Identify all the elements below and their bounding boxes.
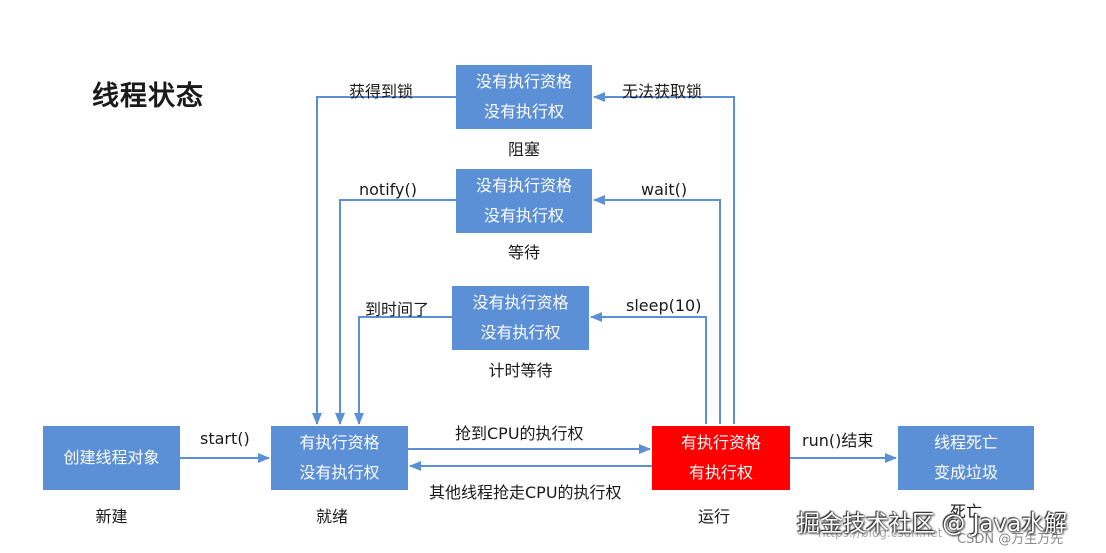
state-dead-caption: 死亡 [949, 502, 982, 521]
state-new-caption: 新建 [95, 507, 128, 526]
state-timed-waiting-caption: 计时等待 [488, 361, 553, 380]
arrow-time-up [354, 316, 452, 425]
state-dead-box: 线程死亡 变成垃圾 [898, 426, 1034, 490]
state-timed-waiting-line1: 没有执行资格 [472, 293, 569, 312]
state-ready-box: 有执行资格 没有执行权 [271, 426, 408, 490]
state-waiting-box: 没有执行资格 没有执行权 [456, 169, 592, 233]
state-running-line2: 有执行权 [688, 463, 753, 482]
diagram-title: 线程状态 [92, 81, 204, 112]
state-ready-line2: 没有执行权 [299, 463, 380, 482]
state-new-box: 创建线程对象 [43, 426, 180, 490]
state-waiting-line2: 没有执行权 [483, 206, 564, 225]
state-running-caption: 运行 [697, 507, 730, 526]
edge-label-run-end: run()结束 [802, 431, 874, 450]
state-dead-line2: 变成垃圾 [933, 463, 998, 482]
arrow-sleep [590, 312, 707, 424]
state-timed-waiting-line2: 没有执行权 [480, 323, 561, 342]
edge-label-sleep: sleep(10) [626, 296, 702, 315]
state-waiting-line1: 没有执行资格 [475, 176, 572, 195]
state-ready-caption: 就绪 [315, 507, 348, 526]
watermark-csdn: CSDN @万生万先 [957, 532, 1064, 547]
state-blocked-box: 没有执行资格 没有执行权 [456, 65, 592, 129]
edge-label-start: start() [200, 429, 250, 448]
edge-label-get-cpu: 抢到CPU的执行权 [455, 424, 584, 443]
arrow-got-lock [312, 96, 456, 425]
state-blocked-line1: 没有执行资格 [475, 72, 572, 91]
state-ready-line1: 有执行资格 [299, 433, 380, 452]
state-running-box: 有执行资格 有执行权 [652, 426, 790, 490]
edge-label-notify: notify() [359, 180, 417, 199]
arrow-cannot-lock [593, 92, 735, 424]
watermark-url: https://blog.csdn.net [818, 526, 943, 540]
edge-label-lose-cpu: 其他线程抢走CPU的执行权 [429, 483, 622, 502]
edge-label-cannot-lock: 无法获取锁 [622, 82, 703, 101]
state-waiting-caption: 等待 [507, 243, 540, 262]
state-blocked-line2: 没有执行权 [483, 102, 564, 121]
state-dead-line1: 线程死亡 [933, 433, 998, 452]
arrow-notify [335, 199, 456, 425]
watermark-main: 掘金技术社区 @ Java水解 [797, 511, 1068, 537]
state-blocked-caption: 阻塞 [507, 140, 540, 159]
edge-label-wait: wait() [641, 180, 688, 199]
state-running-line1: 有执行资格 [680, 433, 761, 452]
edge-label-got-lock: 获得到锁 [349, 82, 414, 101]
edge-label-time-up: 到时间了 [365, 300, 430, 319]
state-timed-waiting-box: 没有执行资格 没有执行权 [452, 286, 589, 350]
state-new-line1: 创建线程对象 [63, 448, 160, 467]
arrow-wait [593, 195, 721, 424]
